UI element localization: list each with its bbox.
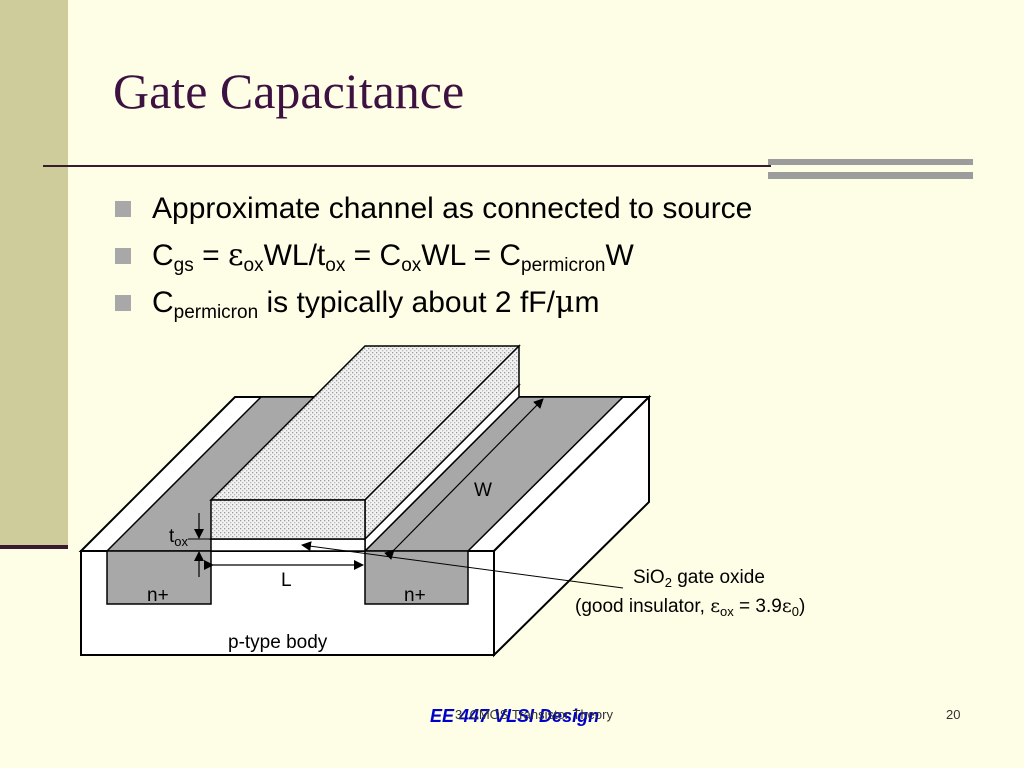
eq-equals-1: = xyxy=(193,239,228,272)
eq-sub-permicron: permicron xyxy=(521,255,606,276)
tox-sub: ox xyxy=(174,534,189,549)
oxide-eps0-sub: 0 xyxy=(791,604,799,619)
eq-epsilon: ε xyxy=(227,238,244,273)
p-type-body-label: p-type body xyxy=(228,632,328,653)
sidebar-band xyxy=(0,0,68,548)
pm-text: is typically about 2 fF/ xyxy=(258,286,555,319)
l-label: L xyxy=(281,570,292,591)
oxide-eps-sub-ox: ox xyxy=(720,604,734,619)
eq-c: C xyxy=(152,239,174,272)
bullet-text: Approximate channel as connected to sour… xyxy=(152,192,753,225)
n-plus-right-label: n+ xyxy=(404,585,426,606)
pm-m: m xyxy=(574,286,600,319)
bullet-list: Approximate channel as connected to sour… xyxy=(115,185,752,326)
oxide-insulator-text: (good insulator, xyxy=(575,596,711,617)
eq-wl: WL = C xyxy=(421,239,522,272)
w-label: W xyxy=(474,480,492,501)
n-plus-left-label: n+ xyxy=(147,585,169,606)
bullet-channel: Approximate channel as connected to sour… xyxy=(115,185,752,232)
oxide-eps: ε xyxy=(710,595,721,617)
pm-mu: μ xyxy=(554,285,575,320)
title-rule-accent-bottom xyxy=(768,172,973,179)
tox-t: t xyxy=(169,526,175,547)
oxide-leader-line xyxy=(301,541,624,589)
slide-title: Gate Capacitance xyxy=(113,63,465,119)
oxide-label-line2: (good insulator, εox = 3.9ε0) xyxy=(575,595,806,619)
oxide-gate-text: gate oxide xyxy=(671,567,765,588)
bullet-square-icon xyxy=(115,295,131,311)
footer-chapter: 3: CMOS Transistor Theory xyxy=(455,707,613,722)
eq-sub-ox-1: ox xyxy=(243,255,264,276)
gate-front xyxy=(210,499,366,540)
oxide-eps0: ε xyxy=(781,595,792,617)
bullet-square-icon xyxy=(115,248,131,264)
bullet-permicron-value: Cpermicron is typically about 2 fF/μm xyxy=(115,279,752,326)
tox-label: tox xyxy=(169,526,189,549)
bullet-cgs-equation: Cgs = εoxWL/tox = CoxWL = CpermicronW xyxy=(115,232,752,279)
eq-wl-t: WL/t xyxy=(263,239,326,272)
eq-equals-2: = C xyxy=(345,239,402,272)
oxide-sio: SiO xyxy=(633,567,665,588)
oxide-label-line1: SiO2 gate oxide xyxy=(633,567,765,590)
eq-sub-ox-3: ox xyxy=(401,255,422,276)
oxide-sub-2: 2 xyxy=(664,575,672,590)
n-plus-left-front xyxy=(106,550,212,605)
title-rule-accent-top xyxy=(768,159,973,165)
eq-sub-ox-2: ox xyxy=(325,255,346,276)
bullet-square-icon xyxy=(115,201,131,217)
footer-course: EE 447 VLSI Design xyxy=(430,706,600,726)
eq-w: W xyxy=(605,239,634,272)
oxide-front xyxy=(210,538,366,552)
title-rule xyxy=(43,165,771,167)
pm-c: C xyxy=(152,286,174,319)
w-dimension-arrow xyxy=(384,398,544,560)
eq-sub-gs: gs xyxy=(173,255,194,276)
oxide-eq-value: = 3.9 xyxy=(733,596,782,617)
sidebar-rule xyxy=(0,545,68,549)
oxide-close-paren: ) xyxy=(798,596,806,617)
pm-sub-permicron: permicron xyxy=(173,302,259,323)
page-number: 20 xyxy=(946,707,961,722)
